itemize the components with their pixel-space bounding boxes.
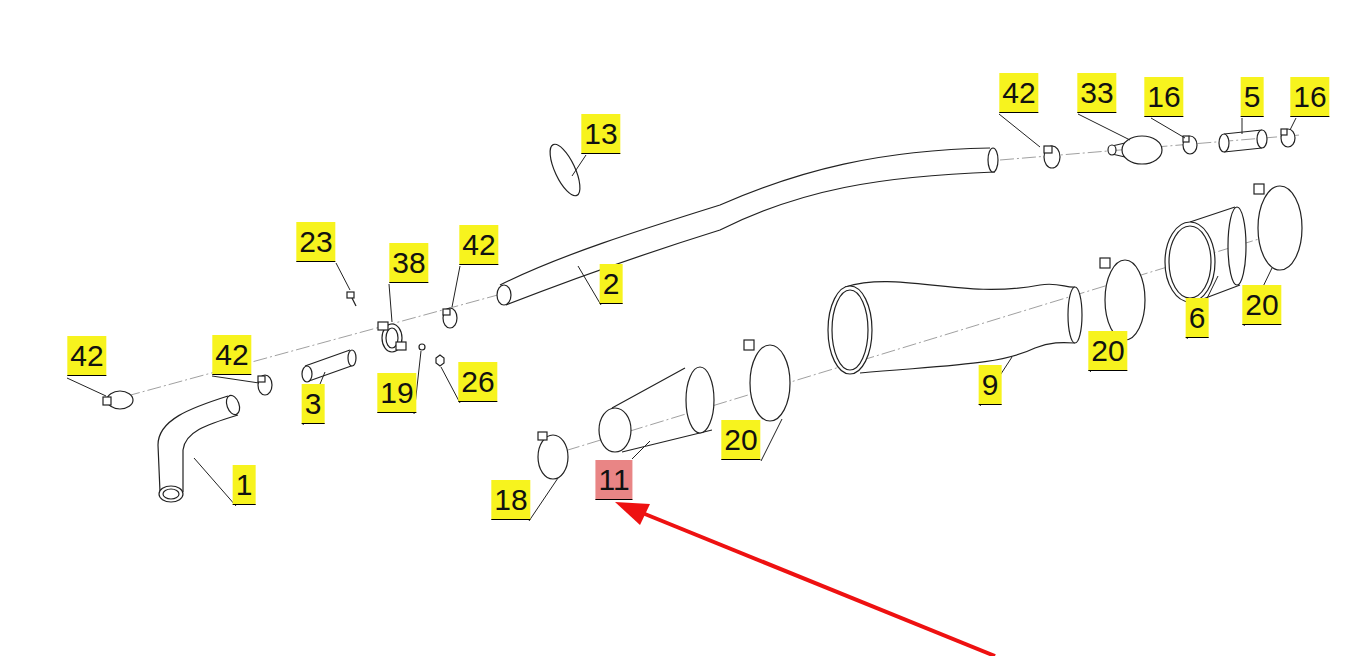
callout-number: 6 (1186, 298, 1209, 338)
callout-number: 20 (1088, 331, 1127, 371)
callout-number: 16 (1144, 77, 1183, 117)
callout-number: 1 (233, 465, 256, 505)
callout-number: 19 (377, 373, 416, 413)
callout-number: 3 (302, 384, 325, 424)
callout-number: 42 (459, 225, 498, 265)
callout-number: 20 (1242, 285, 1281, 325)
callout-number: 42 (67, 336, 106, 376)
callout-number: 23 (296, 222, 335, 262)
callout-number: 42 (999, 73, 1038, 113)
callout-number: 42 (212, 335, 251, 375)
callout-number: 13 (581, 114, 620, 154)
callout-number: 9 (979, 365, 1002, 405)
callout-number: 20 (721, 420, 760, 460)
callout-number: 5 (1241, 77, 1264, 117)
callout-number: 2 (600, 264, 623, 304)
callout-number: 11 (595, 460, 632, 500)
callout-number: 26 (458, 362, 497, 402)
callout-number: 18 (491, 480, 530, 520)
callout-number: 38 (389, 243, 428, 283)
callout-number: 16 (1290, 77, 1329, 117)
callout-number: 33 (1077, 73, 1116, 113)
